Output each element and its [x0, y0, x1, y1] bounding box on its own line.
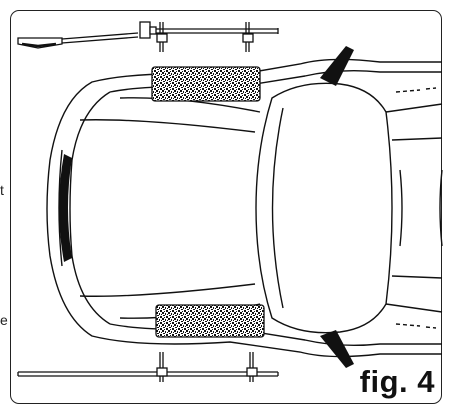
figure-frame — [10, 10, 442, 404]
front-bumper-strip — [59, 154, 72, 262]
margin-text-fragment-top: t — [0, 182, 4, 198]
bottom-measurement-pad — [155, 304, 265, 338]
margin-text-fragment-bottom: e — [0, 312, 8, 328]
right-mirror — [320, 330, 354, 368]
left-mirror — [320, 46, 354, 86]
figure-label: fig. 4 — [359, 364, 435, 399]
bottom-alignment-gauge — [17, 352, 279, 382]
top-measurement-pad — [151, 66, 261, 102]
car-body — [46, 58, 443, 358]
top-alignment-gauge — [17, 21, 279, 52]
